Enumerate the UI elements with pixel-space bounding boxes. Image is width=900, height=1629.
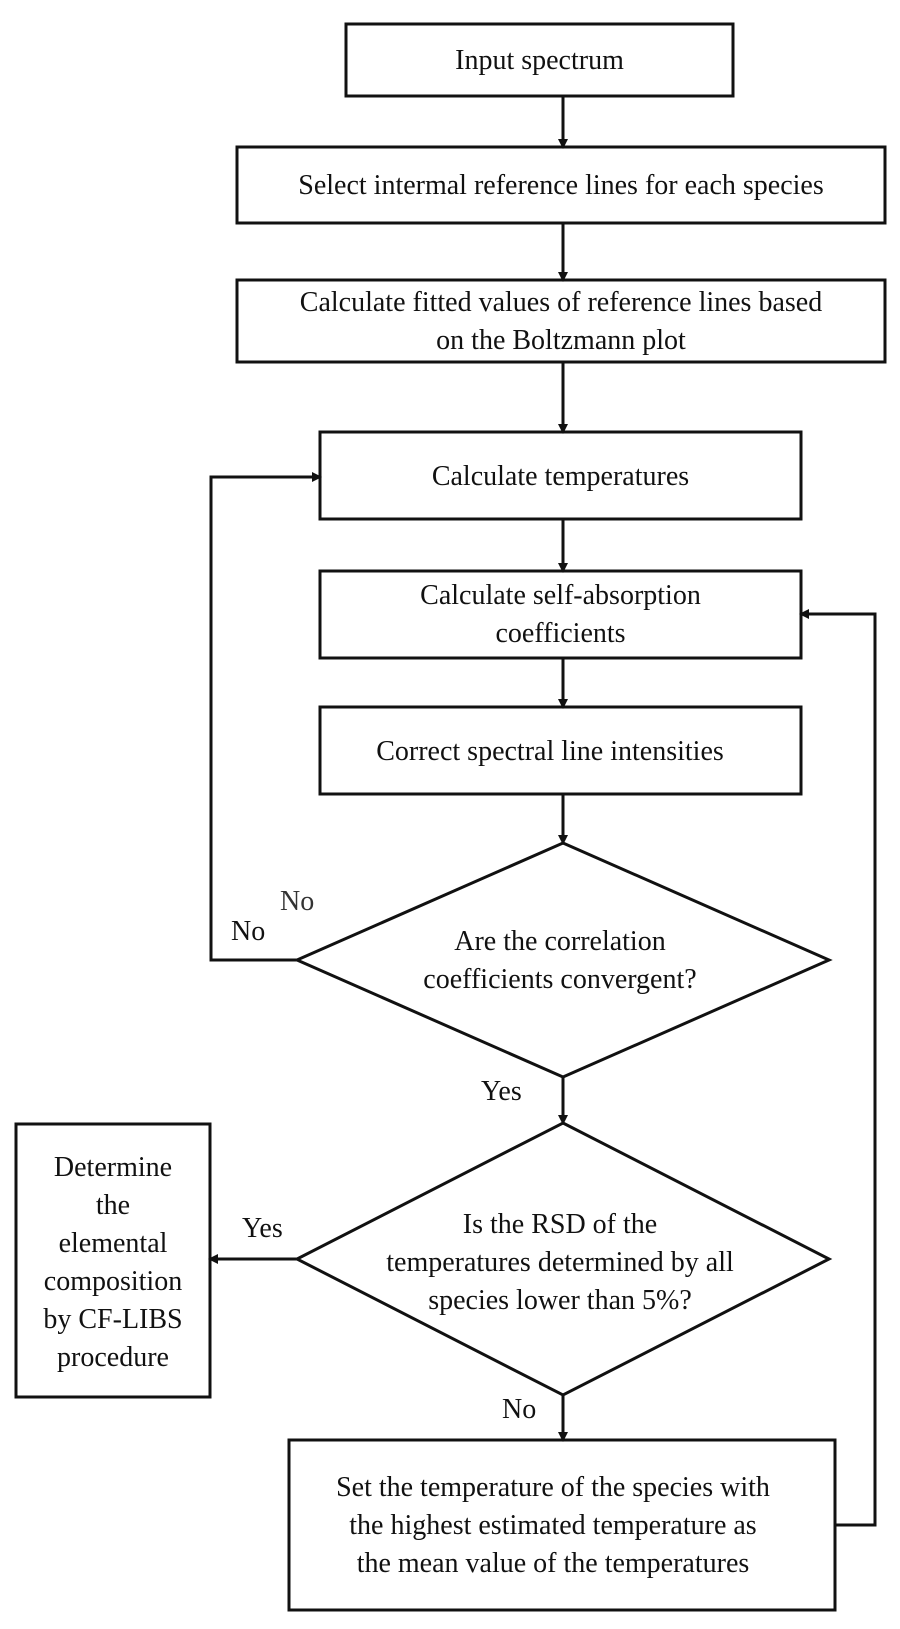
text-line: Calculate temperatures: [432, 461, 689, 492]
text-line: on the Boltzmann plot: [436, 325, 686, 356]
node-select-reference-lines-label: Select intermal reference lines for each…: [298, 170, 824, 201]
text-line: species lower than 5%?: [428, 1285, 692, 1316]
node-determine-composition-label: Determine the elemental composition by CF-LI…: [43, 1152, 182, 1373]
arrow-convergent-no-loop: [209, 472, 322, 962]
node-correct-intensities-label: Correct spectral line intensities: [376, 736, 724, 767]
text-line: by CF-LIBS: [43, 1304, 182, 1335]
text-line: Select intermal reference lines for each…: [298, 170, 824, 201]
text-line: the: [96, 1190, 130, 1221]
decision-rsd-label: Is the RSD of the temperatures determined…: [386, 1209, 734, 1316]
arrow-set-temperature-loop: [799, 609, 877, 1527]
text-line: elemental: [59, 1228, 168, 1259]
node-fitted-values-label: Calculate fitted values of reference lin…: [300, 287, 822, 356]
node-set-temperature-box: [287, 1438, 837, 1612]
node-correct-intensities-box: [318, 705, 803, 796]
text-line: Is the RSD of the: [463, 1209, 657, 1240]
text-line: Set the temperature of the species with: [336, 1472, 770, 1503]
node-determine-composition-box: [14, 1122, 212, 1399]
text-line: the highest estimated temperature as: [349, 1510, 756, 1541]
text-line: Correct spectral line intensities: [376, 736, 724, 767]
edge-label-convergent-no-inner: No: [280, 886, 314, 917]
text-line: composition: [44, 1266, 182, 1297]
text-line: Determine: [54, 1152, 172, 1183]
text-line: procedure: [57, 1342, 169, 1373]
node-self-absorption-box: [318, 569, 803, 660]
node-input-spectrum-box: [344, 22, 735, 98]
decision-convergent-label: Are the correlation coefficients converge…: [423, 926, 696, 995]
text-line: Calculate self-absorption: [420, 580, 701, 611]
text-line: Input spectrum: [455, 45, 624, 76]
node-select-reference-lines-box: [235, 145, 887, 225]
node-input-spectrum-label: Input spectrum: [455, 45, 624, 76]
text-line: coefficients convergent?: [423, 964, 696, 995]
text-line: temperatures determined by all: [386, 1247, 734, 1278]
edge-label-convergent-no-outer: No: [231, 916, 265, 947]
edge-label-convergent-yes: Yes: [481, 1076, 522, 1107]
text-line: coefficients: [495, 618, 625, 649]
node-set-temperature-label: Set the temperature of the species with t…: [336, 1472, 770, 1579]
edge-label-rsd-no: No: [502, 1394, 536, 1425]
text-line: Are the correlation: [454, 926, 665, 957]
text-line: Calculate fitted values of reference lin…: [300, 287, 822, 318]
decision-convergent-diamond: [293, 841, 833, 1079]
node-calculate-temperatures-label: Calculate temperatures: [432, 461, 689, 492]
edge-label-rsd-yes: Yes: [242, 1213, 283, 1244]
node-self-absorption-label: Calculate self-absorption coefficients: [420, 580, 701, 649]
text-line: the mean value of the temperatures: [357, 1548, 750, 1579]
